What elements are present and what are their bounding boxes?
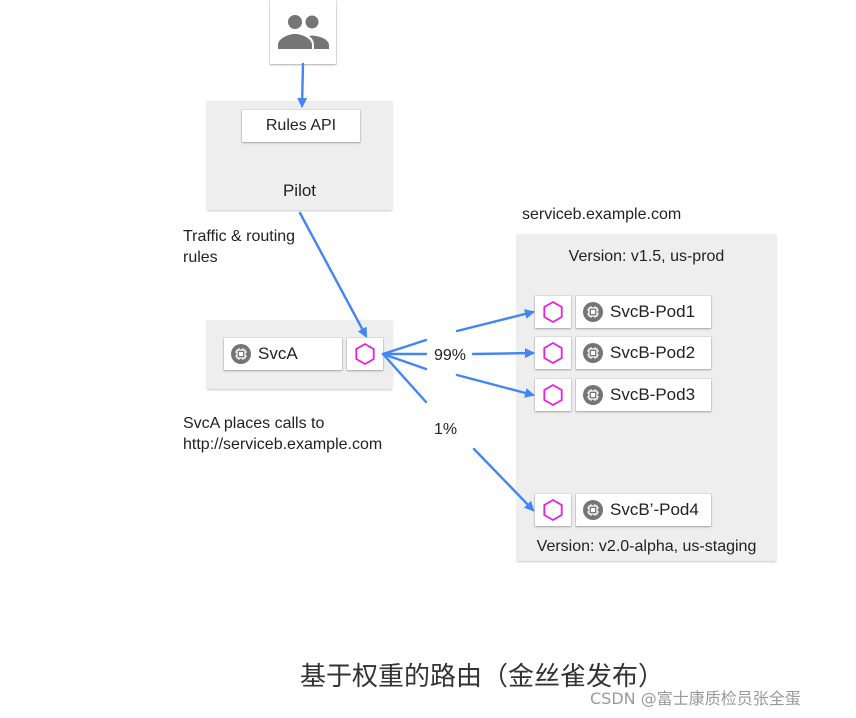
chip-icon	[583, 302, 603, 322]
svca-box: SvcA	[224, 338, 342, 370]
envoy-hexagon-icon	[543, 498, 563, 522]
pod1-box: SvcB-Pod1	[576, 296, 711, 328]
pilot-title: Pilot	[282, 181, 317, 200]
pod1-envoy-box	[535, 296, 571, 328]
pod2-box: SvcB-Pod2	[576, 337, 711, 369]
pod3-envoy-box	[535, 379, 571, 411]
arrow-to-pod2	[471, 348, 535, 359]
rules-api-label: Rules API	[265, 117, 337, 134]
svca-envoy-box	[347, 338, 383, 370]
envoy-hexagon-icon	[543, 341, 563, 365]
arrow-svca-fan-4	[381, 352, 428, 404]
users-box	[270, 0, 336, 64]
pod4-envoy-box	[535, 494, 571, 526]
prod-version-label: Version: v1.5, us-prod	[568, 248, 725, 265]
serviceb-host: serviceb.example.com	[522, 206, 682, 223]
users-group-icon	[278, 15, 329, 49]
pod2-label: SvcB-Pod2	[610, 343, 696, 362]
chip-icon	[583, 500, 603, 520]
arrow-to-pod4	[472, 447, 535, 512]
arrow-users-to-pilot	[297, 62, 308, 108]
svca-note: SvcA places calls to http://serviceb.exa…	[183, 415, 383, 453]
figure-caption: 基于权重的路由（金丝雀发布）	[300, 662, 665, 692]
rules-api-box: Rules API	[242, 110, 360, 142]
pod2-envoy-box	[535, 337, 571, 369]
arrow-to-pod1	[455, 309, 535, 333]
pod3-label: SvcB-Pod3	[610, 385, 696, 404]
envoy-hexagon-icon	[355, 342, 375, 366]
svca-label: SvcA	[258, 344, 298, 363]
chip-icon	[583, 385, 603, 405]
arrow-svca-fan-1	[381, 338, 428, 356]
traffic-rules-label: Traffic & routing rules	[183, 228, 296, 266]
arrow-to-pod3	[455, 373, 535, 398]
pod4-label: SvcB’-Pod4	[610, 500, 699, 519]
chip-icon	[231, 344, 251, 364]
watermark: CSDN @富士康质检员张全蛋	[590, 689, 801, 708]
weight-main: 99%	[434, 347, 467, 364]
pod4-box: SvcB’-Pod4	[576, 494, 711, 526]
envoy-hexagon-icon	[543, 383, 563, 407]
pod3-box: SvcB-Pod3	[576, 379, 711, 411]
staging-version-label: Version: v2.0-alpha, us-staging	[536, 538, 757, 555]
arrow-pilot-to-svca-envoy	[298, 211, 368, 338]
chip-icon	[583, 343, 603, 363]
pod1-label: SvcB-Pod1	[610, 302, 696, 321]
weight-canary: 1%	[434, 421, 458, 438]
envoy-hexagon-icon	[543, 300, 563, 324]
arrow-svca-fan-3	[381, 352, 428, 371]
